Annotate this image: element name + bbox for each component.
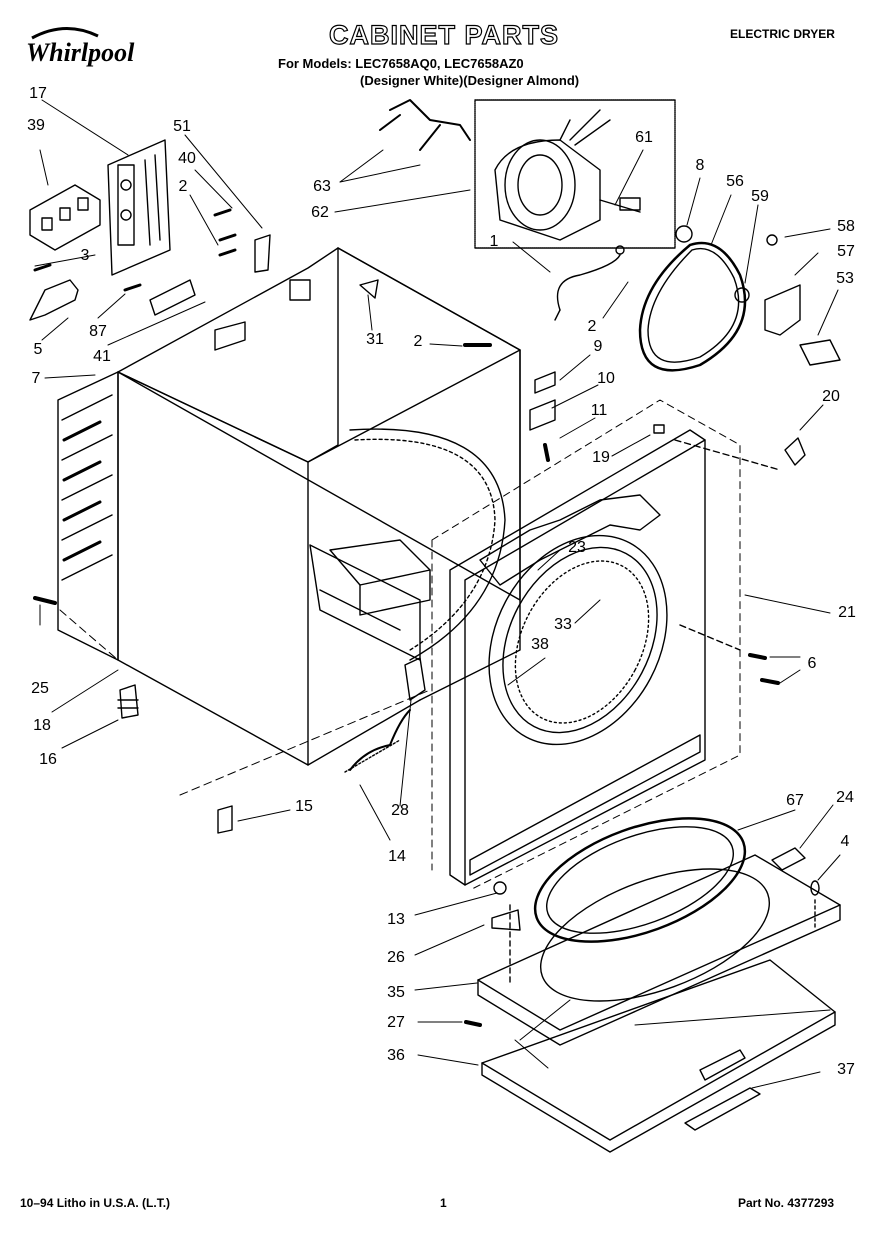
callout-26: 26 — [387, 949, 405, 966]
callout-24: 24 — [836, 789, 854, 806]
part-number: Part No. 4377293 — [738, 1196, 835, 1210]
model-numbers: For Models: LEC7658AQ0, LEC7658AZ0 — [278, 56, 524, 71]
callout-51: 51 — [173, 118, 191, 135]
callout-3: 3 — [80, 247, 90, 264]
leader-lines — [34, 99, 841, 1089]
callout-25: 25 — [31, 680, 49, 697]
product-type: ELECTRIC DRYER — [730, 27, 835, 41]
door-assembly — [477, 817, 841, 1153]
callout-87: 87 — [89, 323, 107, 340]
brand-logo: Whirlpool — [26, 38, 135, 67]
screws — [464, 624, 820, 1027]
callout-38: 38 — [531, 636, 549, 653]
callout-16: 16 — [39, 751, 57, 768]
callout-63: 63 — [313, 178, 331, 195]
callout-28: 28 — [391, 802, 409, 819]
front-panel — [431, 399, 741, 891]
callout-41: 41 — [93, 348, 111, 365]
callout-33: 33 — [554, 616, 572, 633]
cabinet-body — [117, 247, 521, 766]
lower-parts — [33, 596, 431, 834]
motor-assembly — [379, 99, 676, 321]
side-panel — [57, 371, 119, 661]
callout-10: 10 — [597, 370, 615, 387]
callout-37: 37 — [837, 1061, 855, 1078]
callout-7: 7 — [31, 370, 41, 387]
callout-39: 39 — [27, 117, 45, 134]
callout-13: 13 — [387, 911, 405, 928]
callout-2b: 2 — [413, 333, 423, 350]
callout-4: 4 — [840, 833, 850, 850]
callout-21: 21 — [838, 604, 856, 621]
callout-19: 19 — [592, 449, 610, 466]
page-number: 1 — [440, 1196, 447, 1210]
belt-idler-assembly — [638, 225, 841, 372]
callout-67: 67 — [786, 792, 804, 809]
callout-53: 53 — [836, 270, 854, 287]
callout-17: 17 — [29, 85, 47, 102]
callout-18: 18 — [33, 717, 51, 734]
model-colors: (Designer White)(Designer Almond) — [360, 73, 580, 88]
callout-9: 9 — [593, 338, 603, 355]
callout-20: 20 — [822, 388, 840, 405]
print-info: 10–94 Litho in U.S.A. (L.T.) — [20, 1196, 171, 1210]
callout-62: 62 — [311, 204, 329, 221]
callout-61: 61 — [635, 129, 653, 146]
callout-1: 1 — [489, 233, 499, 250]
callout-6: 6 — [807, 655, 817, 672]
switch-brackets — [359, 279, 806, 471]
callout-40: 40 — [178, 150, 196, 167]
callout-2c: 2 — [587, 318, 597, 335]
callout-5: 5 — [33, 341, 43, 358]
callout-58: 58 — [837, 218, 855, 235]
callout-8: 8 — [695, 157, 705, 174]
callout-59: 59 — [751, 188, 769, 205]
callout-56: 56 — [726, 173, 744, 190]
thermostat-parts — [29, 139, 271, 321]
callout-57: 57 — [837, 243, 855, 260]
callout-14: 14 — [388, 848, 406, 865]
callout-27: 27 — [387, 1014, 405, 1031]
callout-35: 35 — [387, 984, 405, 1001]
whirlpool-logo-icon — [30, 26, 100, 47]
callout-15: 15 — [295, 798, 313, 815]
callout-11: 11 — [590, 402, 608, 419]
callout-23: 23 — [568, 539, 586, 556]
callout-36: 36 — [387, 1047, 405, 1064]
page-title: CABINET PARTS — [328, 19, 559, 50]
callout-31: 31 — [366, 331, 384, 348]
callout-2: 2 — [178, 178, 188, 195]
